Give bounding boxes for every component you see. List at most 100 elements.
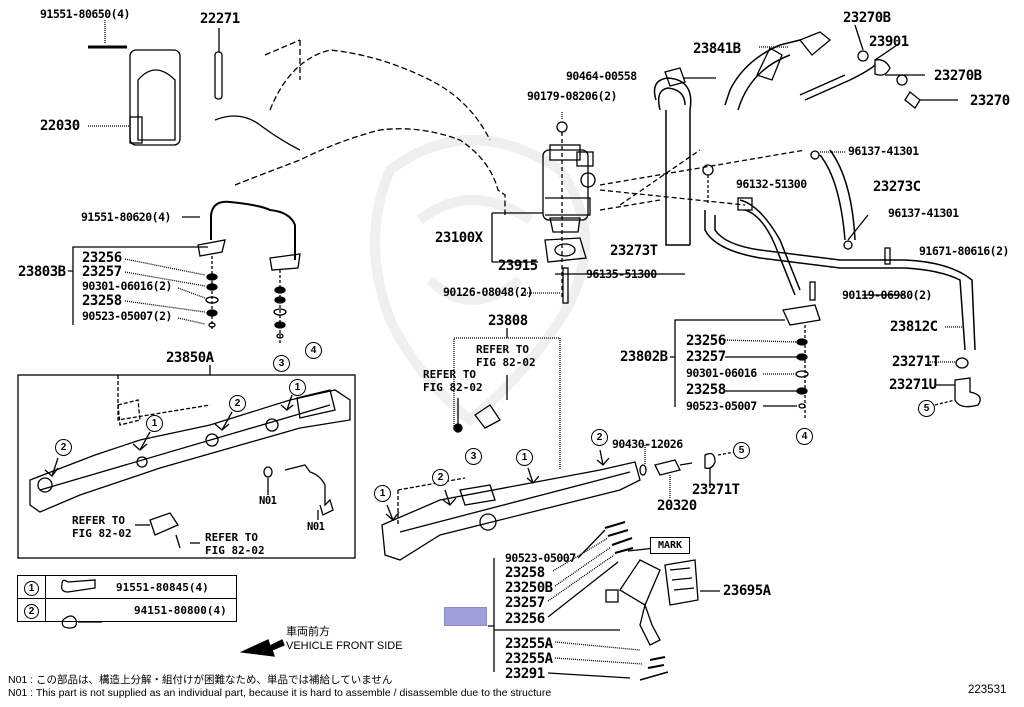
callout-2: 2: [55, 439, 72, 456]
selected-part-highlight[interactable]: [444, 607, 487, 626]
right-fuel-rail: [381, 461, 641, 561]
part-label[interactable]: 23901: [869, 34, 909, 50]
part-label[interactable]: 23271T: [692, 482, 740, 498]
part-label[interactable]: 23250B: [505, 580, 553, 596]
part-label[interactable]: 23850A: [166, 350, 214, 366]
part-label[interactable]: 90301-06016(2): [82, 279, 172, 293]
part-label[interactable]: 91671-80616(2): [919, 244, 1009, 258]
callout-3: 3: [465, 448, 482, 465]
part-label[interactable]: 91551-80620(4): [81, 210, 171, 224]
throttle-body-drawing: [88, 45, 181, 146]
part-label[interactable]: 23273C: [873, 179, 921, 195]
callout-1: 1: [374, 485, 391, 502]
part-label[interactable]: 23270: [970, 93, 1010, 109]
legend-row: 2 94151-80800(4): [17, 598, 237, 622]
part-label[interactable]: 23255A: [505, 651, 553, 667]
callout-4: 4: [305, 342, 322, 359]
pressure-regulator-drawing: [542, 121, 596, 304]
fastener-legend-table: 1 91551-80845(4) 2 94151-80800(4): [17, 575, 237, 622]
part-label[interactable]: 23841B: [693, 41, 741, 57]
part-label[interactable]: 23812C: [890, 319, 938, 335]
part-label[interactable]: 90119-06980(2): [842, 288, 932, 302]
part-label[interactable]: 23256: [686, 333, 726, 349]
refer-fig-note[interactable]: REFER TO FIG 82-02: [476, 343, 536, 369]
n01-label: N01: [307, 521, 325, 533]
callout-4: 4: [796, 428, 813, 445]
part-label[interactable]: 90179-08206(2): [527, 89, 617, 103]
vehicle-front-jp: 車両前方: [286, 626, 330, 638]
vehicle-front-en: VEHICLE FRONT SIDE: [286, 640, 403, 652]
watermark-logo: [370, 135, 590, 427]
part-label[interactable]: 23803B: [18, 264, 66, 280]
callout-1: 1: [516, 449, 533, 466]
legend-part-number[interactable]: 91551-80845(4): [116, 581, 209, 594]
part-label[interactable]: 23270B: [843, 10, 891, 26]
part-label[interactable]: 23255A: [505, 636, 553, 652]
part-label[interactable]: 90430-12026: [612, 437, 683, 451]
refer-fig-note[interactable]: REFER TO FIG 82-02: [205, 531, 265, 557]
part-label[interactable]: 23257: [505, 595, 545, 611]
part-label[interactable]: 96135-51300: [586, 267, 657, 281]
mark-label: MARK: [650, 537, 690, 554]
n01-label: N01: [259, 495, 277, 507]
part-label[interactable]: 23256: [82, 250, 122, 266]
part-label[interactable]: 90523-05007: [686, 399, 757, 413]
right-fuel-pipe: [704, 210, 976, 351]
part-label[interactable]: 96132-51300: [736, 177, 807, 191]
part-label[interactable]: 90301-06016: [686, 366, 757, 380]
legend-part-number[interactable]: 94151-80800(4): [134, 604, 227, 617]
callout-2: 2: [432, 469, 449, 486]
part-label[interactable]: 23270B: [934, 68, 982, 84]
part-label[interactable]: 22030: [40, 118, 80, 134]
part-label[interactable]: 22271: [200, 11, 240, 27]
callout-2: 2: [591, 429, 608, 446]
part-label[interactable]: 90523-05007(2): [82, 309, 172, 323]
part-label[interactable]: 23257: [686, 349, 726, 365]
injector-drawing: [604, 521, 699, 681]
legend-number: 1: [24, 581, 39, 596]
hose-23273T: [653, 77, 692, 246]
fuel-rail-group-box: [17, 374, 356, 559]
part-label[interactable]: 23695A: [723, 583, 771, 599]
callout-5: 5: [918, 400, 935, 417]
callout-2: 2: [229, 395, 246, 412]
part-label[interactable]: 96137-41301: [848, 144, 919, 158]
callout-1: 1: [289, 379, 306, 396]
vehicle-front-label: 車両前方 VEHICLE FRONT SIDE: [286, 625, 403, 653]
figure-number: 223531: [968, 684, 1007, 696]
part-label[interactable]: 91551-80650(4): [40, 7, 130, 21]
part-label[interactable]: 23273T: [610, 243, 658, 259]
part-label[interactable]: 23258: [82, 293, 122, 309]
callout-3: 3: [273, 355, 290, 372]
part-label[interactable]: 23271T: [892, 354, 940, 370]
part-label[interactable]: 23291: [505, 666, 545, 682]
refer-fig-note[interactable]: REFER TO FIG 82-02: [423, 368, 483, 394]
part-label[interactable]: 23258: [686, 382, 726, 398]
part-label[interactable]: 23256: [505, 611, 545, 627]
part-label[interactable]: 23802B: [620, 349, 668, 365]
note-n01-en: N01 : This part is not supplied as an in…: [8, 687, 552, 699]
part-label[interactable]: 23257: [82, 264, 122, 280]
intake-manifold-outline: [234, 128, 506, 215]
note-n01-jp: N01 : この部品は、構造上分解・組付けが困難なため、単品では補給していません: [8, 674, 393, 686]
legend-number: 2: [24, 604, 39, 619]
part-label[interactable]: 23808: [488, 313, 528, 329]
part-label[interactable]: 20320: [657, 498, 697, 514]
part-label[interactable]: 23915: [498, 258, 538, 274]
part-label[interactable]: 23271U: [889, 377, 937, 393]
vehicle-front-arrow: [239, 639, 285, 657]
part-label[interactable]: 90464-00558: [566, 69, 637, 83]
fuel-delivery-pipe: [210, 200, 296, 260]
refer-fig-note[interactable]: REFER TO FIG 82-02: [72, 514, 132, 540]
part-label[interactable]: 23258: [505, 565, 545, 581]
callout-5: 5: [733, 442, 750, 459]
part-label[interactable]: 90126-08048(2): [443, 285, 533, 299]
callout-1: 1: [146, 415, 163, 432]
part-label[interactable]: 23100X: [435, 230, 483, 246]
left-fuel-rail: [29, 389, 351, 513]
part-label[interactable]: 96137-41301: [888, 206, 959, 220]
legend-row: 1 91551-80845(4): [17, 575, 237, 599]
part-label[interactable]: 90523-05007: [505, 551, 576, 565]
